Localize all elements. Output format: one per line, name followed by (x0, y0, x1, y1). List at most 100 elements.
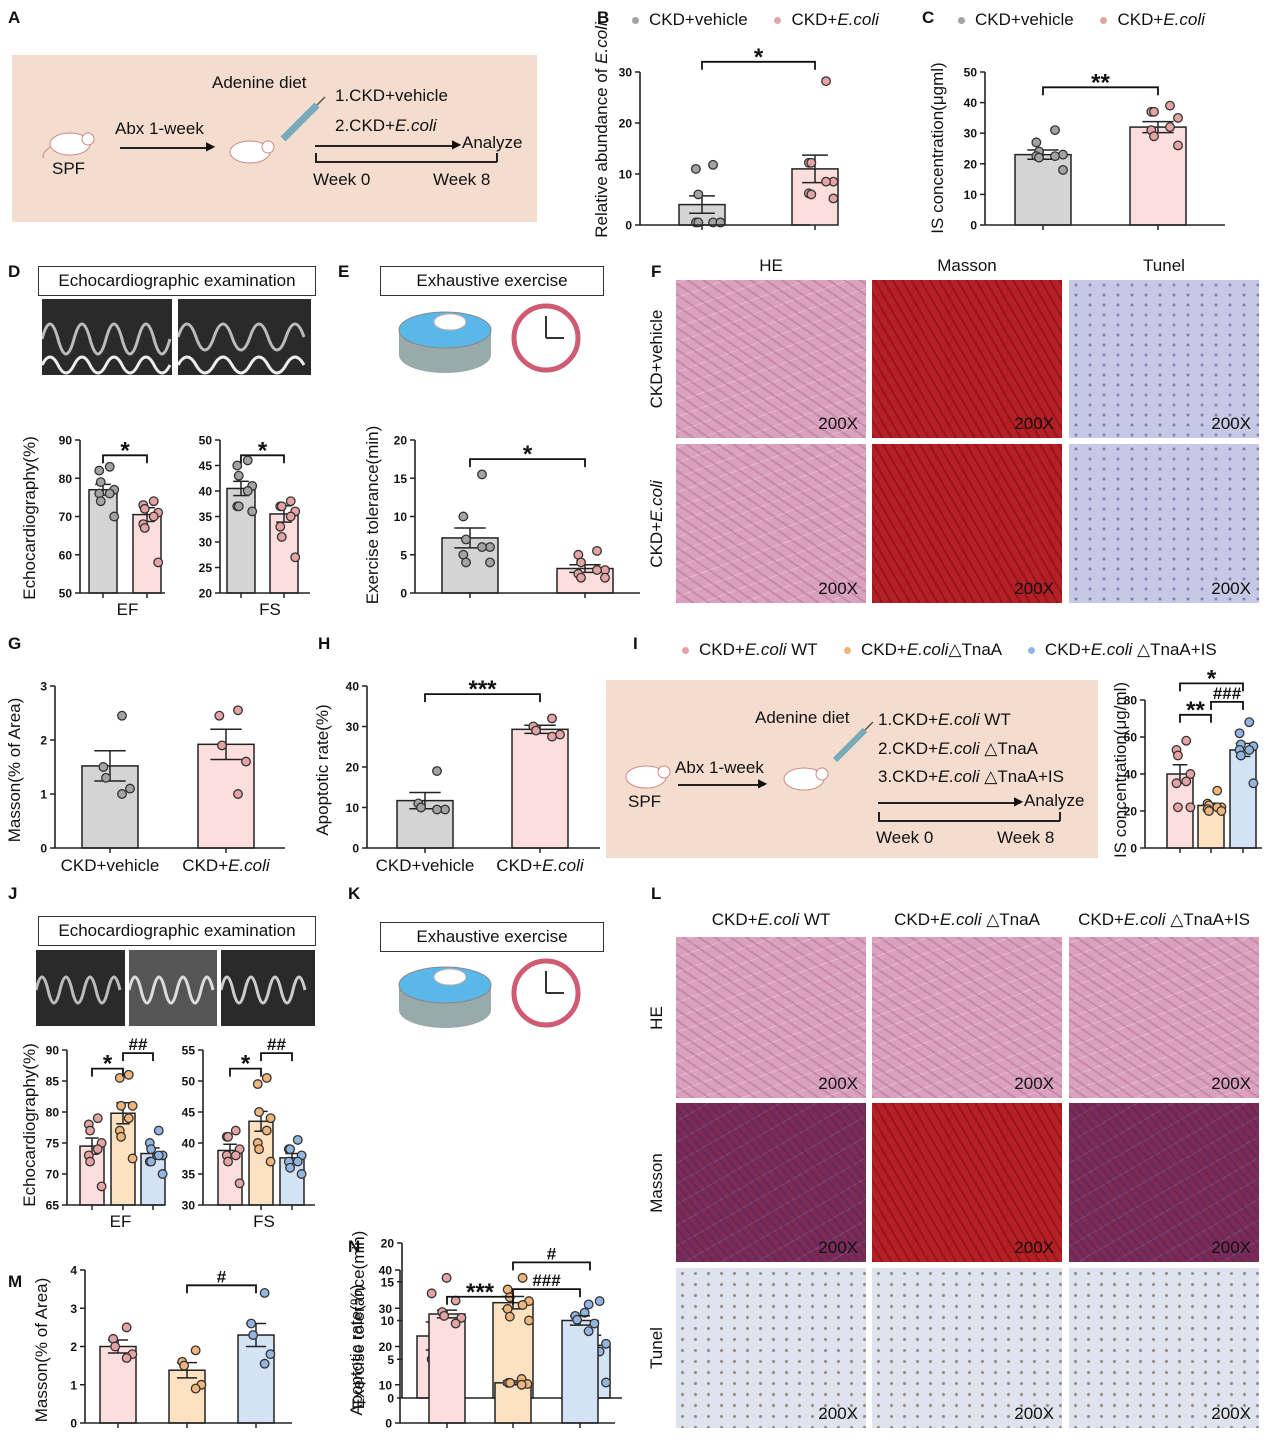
data-point (555, 729, 565, 740)
data-point (1216, 806, 1227, 816)
y-tick-label: 15 (394, 472, 408, 486)
data-point (589, 1318, 600, 1329)
y-tick-label: 2 (70, 1340, 77, 1354)
data-point (1058, 164, 1068, 175)
mouse-icon (229, 140, 275, 164)
data-point (432, 766, 442, 777)
y-tick-label: 0 (970, 219, 977, 233)
data-point (1171, 778, 1182, 789)
x-axis-label: EF (110, 1212, 132, 1231)
legend-label: CKD+E.coli △TnaA+IS (1044, 640, 1217, 659)
clock-icon (511, 958, 581, 1028)
legend-label: CKD+E.coli (791, 10, 879, 29)
legend-label: CKD+vehicle (649, 10, 748, 29)
week0-label: Week 0 (876, 828, 934, 847)
data-point (146, 1156, 157, 1167)
data-point (85, 1125, 96, 1136)
y-tick-label: 35 (182, 1168, 196, 1182)
data-point (92, 1113, 103, 1124)
y-tick-label: 1 (70, 1378, 77, 1392)
legend-b: CKD+vehicle CKD+E.coli (632, 10, 879, 30)
data-point (101, 772, 111, 783)
y-tick-label: 3 (40, 680, 47, 694)
data-point (230, 1150, 241, 1161)
bar-is (237, 1334, 275, 1424)
data-point (1181, 776, 1192, 787)
data-point (276, 531, 287, 542)
data-point (1149, 106, 1159, 117)
data-point (117, 710, 127, 721)
y-tick-label: 60 (59, 548, 73, 562)
y-axis-label: Exercise tolerance(min) (349, 1231, 368, 1410)
data-point (1172, 802, 1183, 813)
data-point (292, 1156, 303, 1167)
y-axis-label: Echocardiography(%) (20, 436, 39, 599)
y-tick-label: 10 (964, 188, 978, 202)
group-2-label: 2.CKD+E.coli (335, 116, 437, 135)
data-point (524, 1315, 534, 1326)
data-point (505, 1377, 516, 1388)
data-point (254, 1144, 265, 1155)
echo-image (178, 299, 311, 375)
analyze-label: Analyze (1024, 791, 1085, 810)
arrow-head-icon: ▶ (206, 139, 216, 153)
y-tick-label: 30 (379, 1302, 393, 1316)
y-tick-label: 0 (40, 842, 47, 856)
y-tick-label: 90 (46, 1044, 60, 1058)
significance-label: ## (129, 1035, 148, 1054)
data-point (1031, 137, 1042, 148)
legend-dot-tnaa (844, 647, 851, 655)
data-point (94, 465, 105, 476)
histology-image: 200X (676, 1268, 866, 1428)
legend-i: CKD+E.coli WT CKD+E.coli△TnaA CKD+E.coli… (682, 640, 1217, 660)
data-point (190, 1383, 201, 1394)
significance-bracket (91, 1067, 124, 1077)
data-point (242, 486, 253, 496)
data-point (275, 521, 286, 532)
data-point (579, 1307, 590, 1318)
y-tick-label: 3 (70, 1302, 77, 1316)
significance-bracket (260, 1052, 293, 1062)
y-tick-label: 50 (199, 434, 213, 448)
data-point (600, 572, 610, 583)
y-tick-label: 35 (199, 510, 213, 524)
data-point (114, 1072, 125, 1083)
magnification-label: 200X (1014, 1074, 1054, 1093)
data-point (96, 1181, 107, 1192)
y-tick-label: 60 (1124, 731, 1138, 745)
data-point (440, 804, 450, 815)
y-axis-label: Relative abundance of E.coli (592, 21, 611, 238)
data-point (485, 542, 495, 553)
x-category-label: CKD+E.coli (496, 856, 585, 875)
y-tick-label: 55 (182, 1044, 196, 1058)
data-point (214, 710, 225, 721)
y-axis-label: Echocardiography(%) (20, 1043, 39, 1206)
histology-image: 200X (676, 444, 866, 603)
data-point (285, 511, 296, 522)
panel-letter-i: I (633, 634, 638, 653)
clock-icon (511, 303, 581, 373)
y-tick-label: 10 (381, 1314, 395, 1328)
y-tick-label: 40 (964, 96, 978, 110)
mouse-icon (783, 767, 829, 791)
data-point (461, 534, 471, 545)
data-point (259, 1287, 270, 1298)
data-point (439, 1310, 450, 1321)
data-point (1248, 778, 1259, 789)
panel-letter-j: J (8, 884, 18, 903)
data-point (1181, 735, 1192, 746)
y-axis-label: Masson(% of Area) (5, 698, 24, 843)
significance-bracket (229, 1067, 262, 1077)
data-point (690, 163, 701, 174)
bracket-tick (315, 153, 317, 162)
data-point (232, 460, 243, 471)
week0-label: Week 0 (313, 170, 371, 189)
data-point (121, 1353, 132, 1363)
y-tick-label: 50 (964, 66, 978, 80)
data-point (477, 469, 487, 480)
magnification-label: 200X (818, 1074, 858, 1093)
data-point (146, 1144, 157, 1155)
